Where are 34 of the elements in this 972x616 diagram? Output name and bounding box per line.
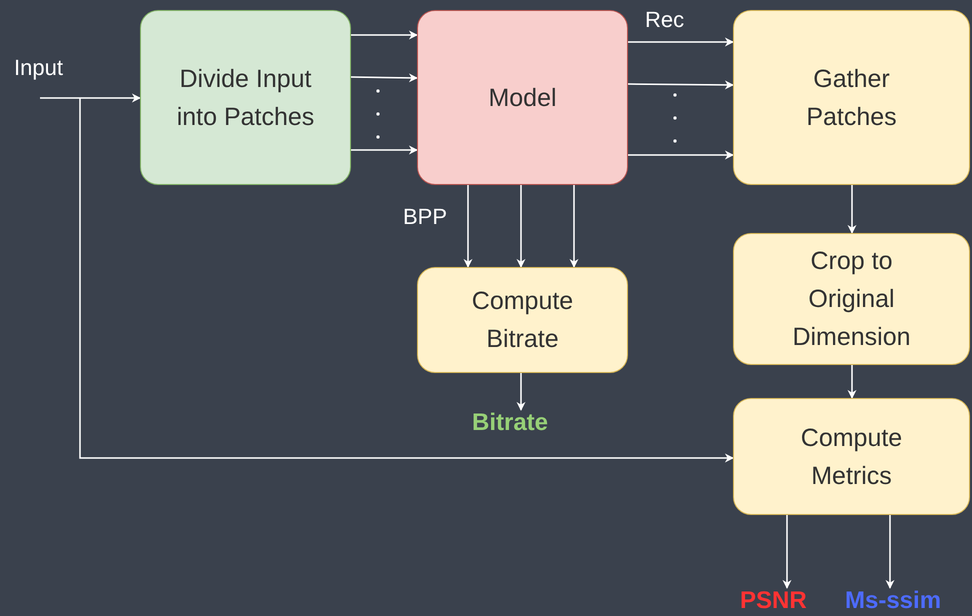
arrow xyxy=(351,146,418,154)
output-label: Input xyxy=(14,55,80,98)
process-box xyxy=(417,267,628,373)
arrow xyxy=(516,373,526,411)
edge-label: BPP xyxy=(403,204,448,230)
box-label: Compute Metrics xyxy=(800,422,904,492)
process-box xyxy=(140,10,351,185)
arrow xyxy=(848,365,856,399)
arrow xyxy=(570,185,578,268)
arrow xyxy=(40,94,141,102)
box-label: Compute Bitrate xyxy=(470,286,574,355)
process-box xyxy=(417,10,628,185)
arrow xyxy=(464,185,472,268)
arrow xyxy=(350,73,418,82)
arrow xyxy=(516,185,526,268)
box-label: Divide Input into Patches xyxy=(176,64,316,132)
edge-label: Rec xyxy=(645,7,684,33)
arrow xyxy=(351,30,418,40)
arrow xyxy=(628,38,734,46)
output-label: Ms-ssim xyxy=(845,588,957,614)
process-box xyxy=(733,233,970,365)
arrow xyxy=(628,80,734,90)
arrow xyxy=(782,515,792,589)
box-label: Model xyxy=(488,82,557,114)
process-box xyxy=(733,10,970,185)
process-box xyxy=(733,398,970,515)
arrow xyxy=(628,150,734,160)
arrow xyxy=(886,515,894,589)
output-label: Bitrate xyxy=(472,410,562,436)
box-label: Gather Patches xyxy=(805,64,898,132)
arrow xyxy=(848,185,856,234)
output-label: PSNR xyxy=(740,588,820,614)
box-label: Crop to Original Dimension xyxy=(791,246,912,353)
arrow xyxy=(79,98,734,462)
